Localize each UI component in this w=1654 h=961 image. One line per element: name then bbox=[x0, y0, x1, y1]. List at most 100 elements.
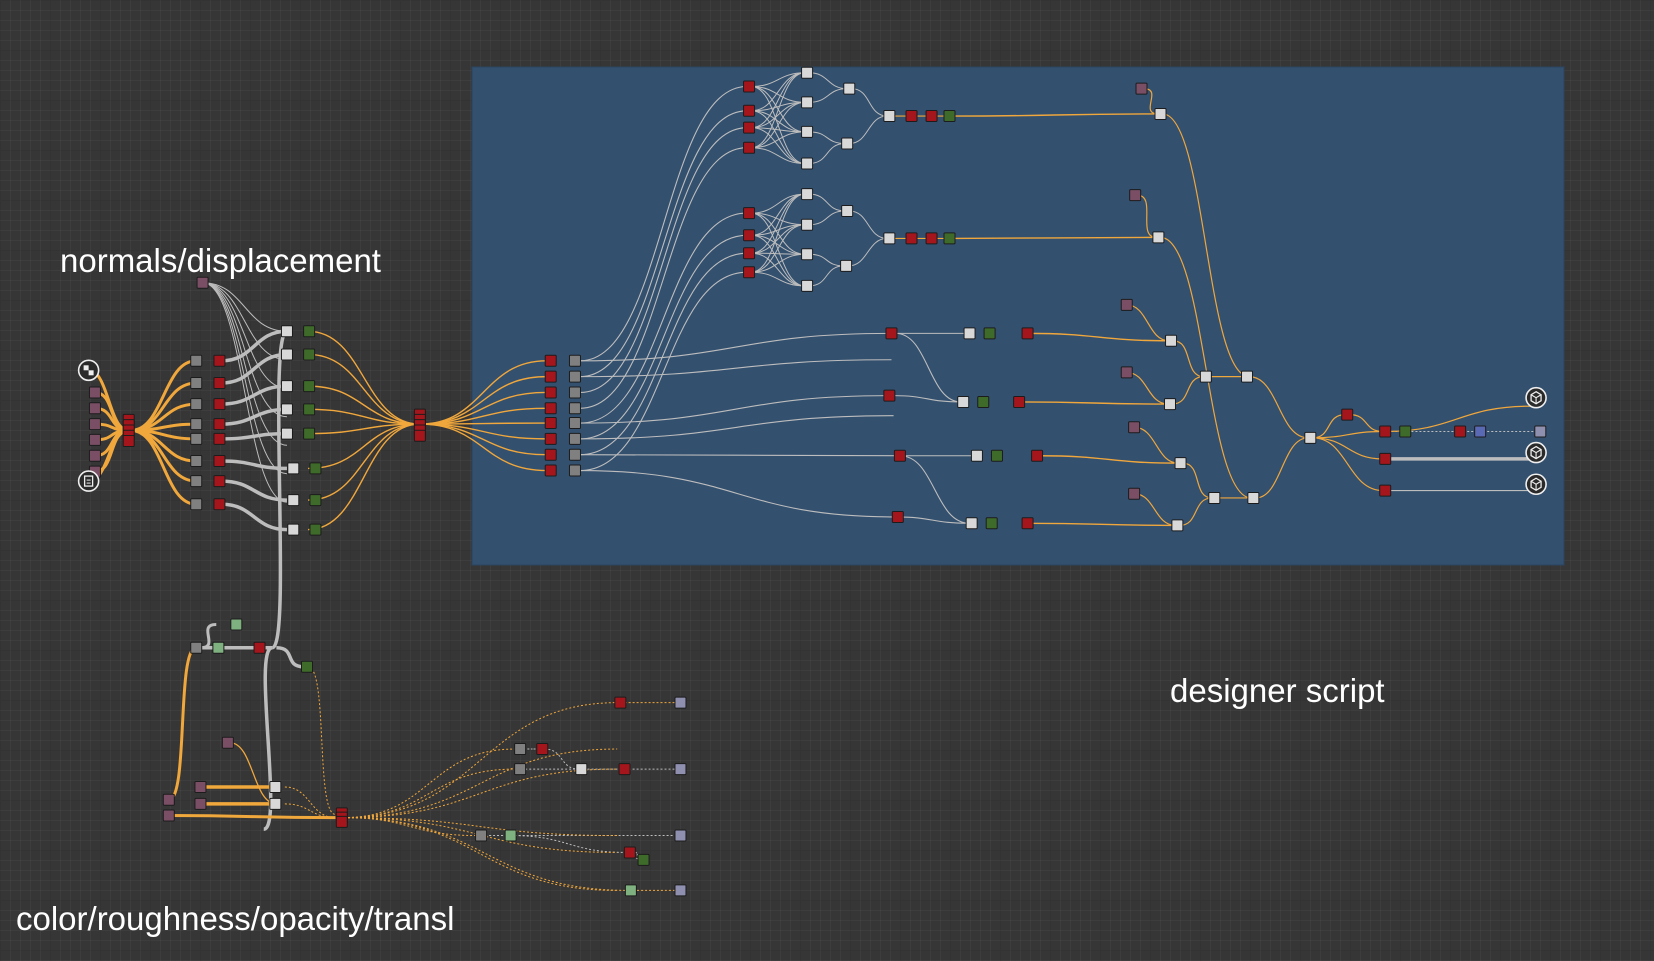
cube-output-icon[interactable] bbox=[1525, 386, 1547, 409]
graph-node[interactable] bbox=[190, 376, 203, 389]
graph-node[interactable] bbox=[957, 395, 970, 408]
graph-node[interactable] bbox=[269, 781, 282, 794]
graph-node[interactable] bbox=[1128, 487, 1141, 500]
graph-node[interactable] bbox=[544, 448, 557, 461]
graph-node[interactable] bbox=[925, 232, 938, 245]
graph-node[interactable] bbox=[190, 455, 203, 468]
graph-node[interactable] bbox=[280, 380, 293, 393]
graph-node[interactable] bbox=[1171, 519, 1184, 532]
graph-node[interactable] bbox=[213, 398, 226, 411]
graph-node[interactable] bbox=[190, 418, 203, 431]
designer-script-frame[interactable] bbox=[471, 66, 1565, 566]
graph-node[interactable] bbox=[905, 232, 918, 245]
graph-node[interactable] bbox=[568, 386, 581, 399]
graph-node[interactable] bbox=[190, 475, 203, 488]
graph-node[interactable] bbox=[743, 141, 756, 154]
graph-node[interactable] bbox=[213, 475, 226, 488]
graph-node[interactable] bbox=[162, 793, 175, 806]
graph-node[interactable] bbox=[1021, 517, 1034, 530]
graph-node[interactable] bbox=[514, 763, 527, 776]
graph-node[interactable] bbox=[544, 386, 557, 399]
graph-node[interactable] bbox=[544, 402, 557, 415]
graph-node[interactable] bbox=[743, 247, 756, 260]
graph-node[interactable] bbox=[1152, 231, 1165, 244]
graph-node[interactable] bbox=[544, 370, 557, 383]
graph-node[interactable] bbox=[674, 829, 687, 842]
cube-output-icon[interactable] bbox=[1525, 473, 1547, 496]
graph-node[interactable] bbox=[221, 736, 234, 749]
graph-node[interactable] bbox=[801, 188, 814, 201]
graph-node[interactable] bbox=[568, 448, 581, 461]
graph-node[interactable] bbox=[905, 110, 918, 123]
io-icons[interactable] bbox=[77, 359, 1547, 496]
hub-node[interactable] bbox=[122, 434, 135, 447]
graph-node[interactable] bbox=[743, 80, 756, 93]
graph-node[interactable] bbox=[1128, 421, 1141, 434]
graph-node[interactable] bbox=[303, 325, 316, 338]
graph-node[interactable] bbox=[801, 218, 814, 231]
graph-node[interactable] bbox=[1154, 107, 1167, 120]
graph-node[interactable] bbox=[269, 797, 282, 810]
graph-node[interactable] bbox=[883, 389, 896, 402]
graph-node[interactable] bbox=[743, 266, 756, 279]
input-node[interactable] bbox=[88, 449, 101, 462]
graph-node[interactable] bbox=[287, 462, 300, 475]
graph-node[interactable] bbox=[475, 829, 488, 842]
graph-node[interactable] bbox=[1534, 425, 1547, 438]
graph-node[interactable] bbox=[801, 96, 814, 109]
graph-node[interactable] bbox=[1304, 431, 1317, 444]
graph-node[interactable] bbox=[1120, 366, 1133, 379]
graph-node[interactable] bbox=[544, 417, 557, 430]
graph-node[interactable] bbox=[743, 104, 756, 117]
graph-node[interactable] bbox=[162, 809, 175, 822]
graph-node[interactable] bbox=[1163, 398, 1176, 411]
graph-node[interactable] bbox=[514, 743, 527, 756]
graph-node[interactable] bbox=[213, 376, 226, 389]
graph-node[interactable] bbox=[287, 523, 300, 536]
graph-node[interactable] bbox=[1454, 425, 1467, 438]
graph-node[interactable] bbox=[309, 462, 322, 475]
graph-node[interactable] bbox=[190, 498, 203, 511]
graph-node[interactable] bbox=[801, 125, 814, 138]
graph-node[interactable] bbox=[1341, 408, 1354, 421]
graph-node[interactable] bbox=[983, 327, 996, 340]
graph-node[interactable] bbox=[963, 327, 976, 340]
graph-node[interactable] bbox=[1031, 449, 1044, 462]
graph-node[interactable] bbox=[674, 763, 687, 776]
graph-node[interactable] bbox=[883, 110, 896, 123]
graph-node[interactable] bbox=[568, 402, 581, 415]
graph-node[interactable] bbox=[1021, 327, 1034, 340]
graph-node[interactable] bbox=[190, 432, 203, 445]
graph-node[interactable] bbox=[230, 618, 243, 631]
graph-node[interactable] bbox=[1208, 491, 1221, 504]
graph-node[interactable] bbox=[568, 370, 581, 383]
graph-node[interactable] bbox=[303, 380, 316, 393]
graph-node[interactable] bbox=[568, 464, 581, 477]
graph-node[interactable] bbox=[280, 325, 293, 338]
input-node[interactable] bbox=[88, 433, 101, 446]
input-node[interactable] bbox=[88, 386, 101, 399]
graph-node[interactable] bbox=[1199, 370, 1212, 383]
graph-node[interactable] bbox=[213, 498, 226, 511]
graph-node[interactable] bbox=[1379, 425, 1392, 438]
graph-node[interactable] bbox=[280, 348, 293, 361]
graph-node[interactable] bbox=[893, 449, 906, 462]
graph-node[interactable] bbox=[801, 66, 814, 79]
graph-node[interactable] bbox=[743, 121, 756, 134]
graph-node[interactable] bbox=[891, 510, 904, 523]
graph-node[interactable] bbox=[190, 641, 203, 654]
graph-node[interactable] bbox=[213, 354, 226, 367]
cube-output-icon[interactable] bbox=[1525, 441, 1547, 464]
graph-node[interactable] bbox=[1474, 425, 1487, 438]
graph-node[interactable] bbox=[568, 354, 581, 367]
graph-node[interactable] bbox=[623, 846, 636, 859]
hub-node[interactable] bbox=[413, 429, 426, 442]
graph-node[interactable] bbox=[801, 157, 814, 170]
graph-node[interactable] bbox=[1013, 395, 1026, 408]
graph-node[interactable] bbox=[280, 427, 293, 440]
graph-node[interactable] bbox=[1174, 457, 1187, 470]
graph-node[interactable] bbox=[743, 207, 756, 220]
graph-node[interactable] bbox=[801, 279, 814, 292]
graph-node[interactable] bbox=[309, 494, 322, 507]
